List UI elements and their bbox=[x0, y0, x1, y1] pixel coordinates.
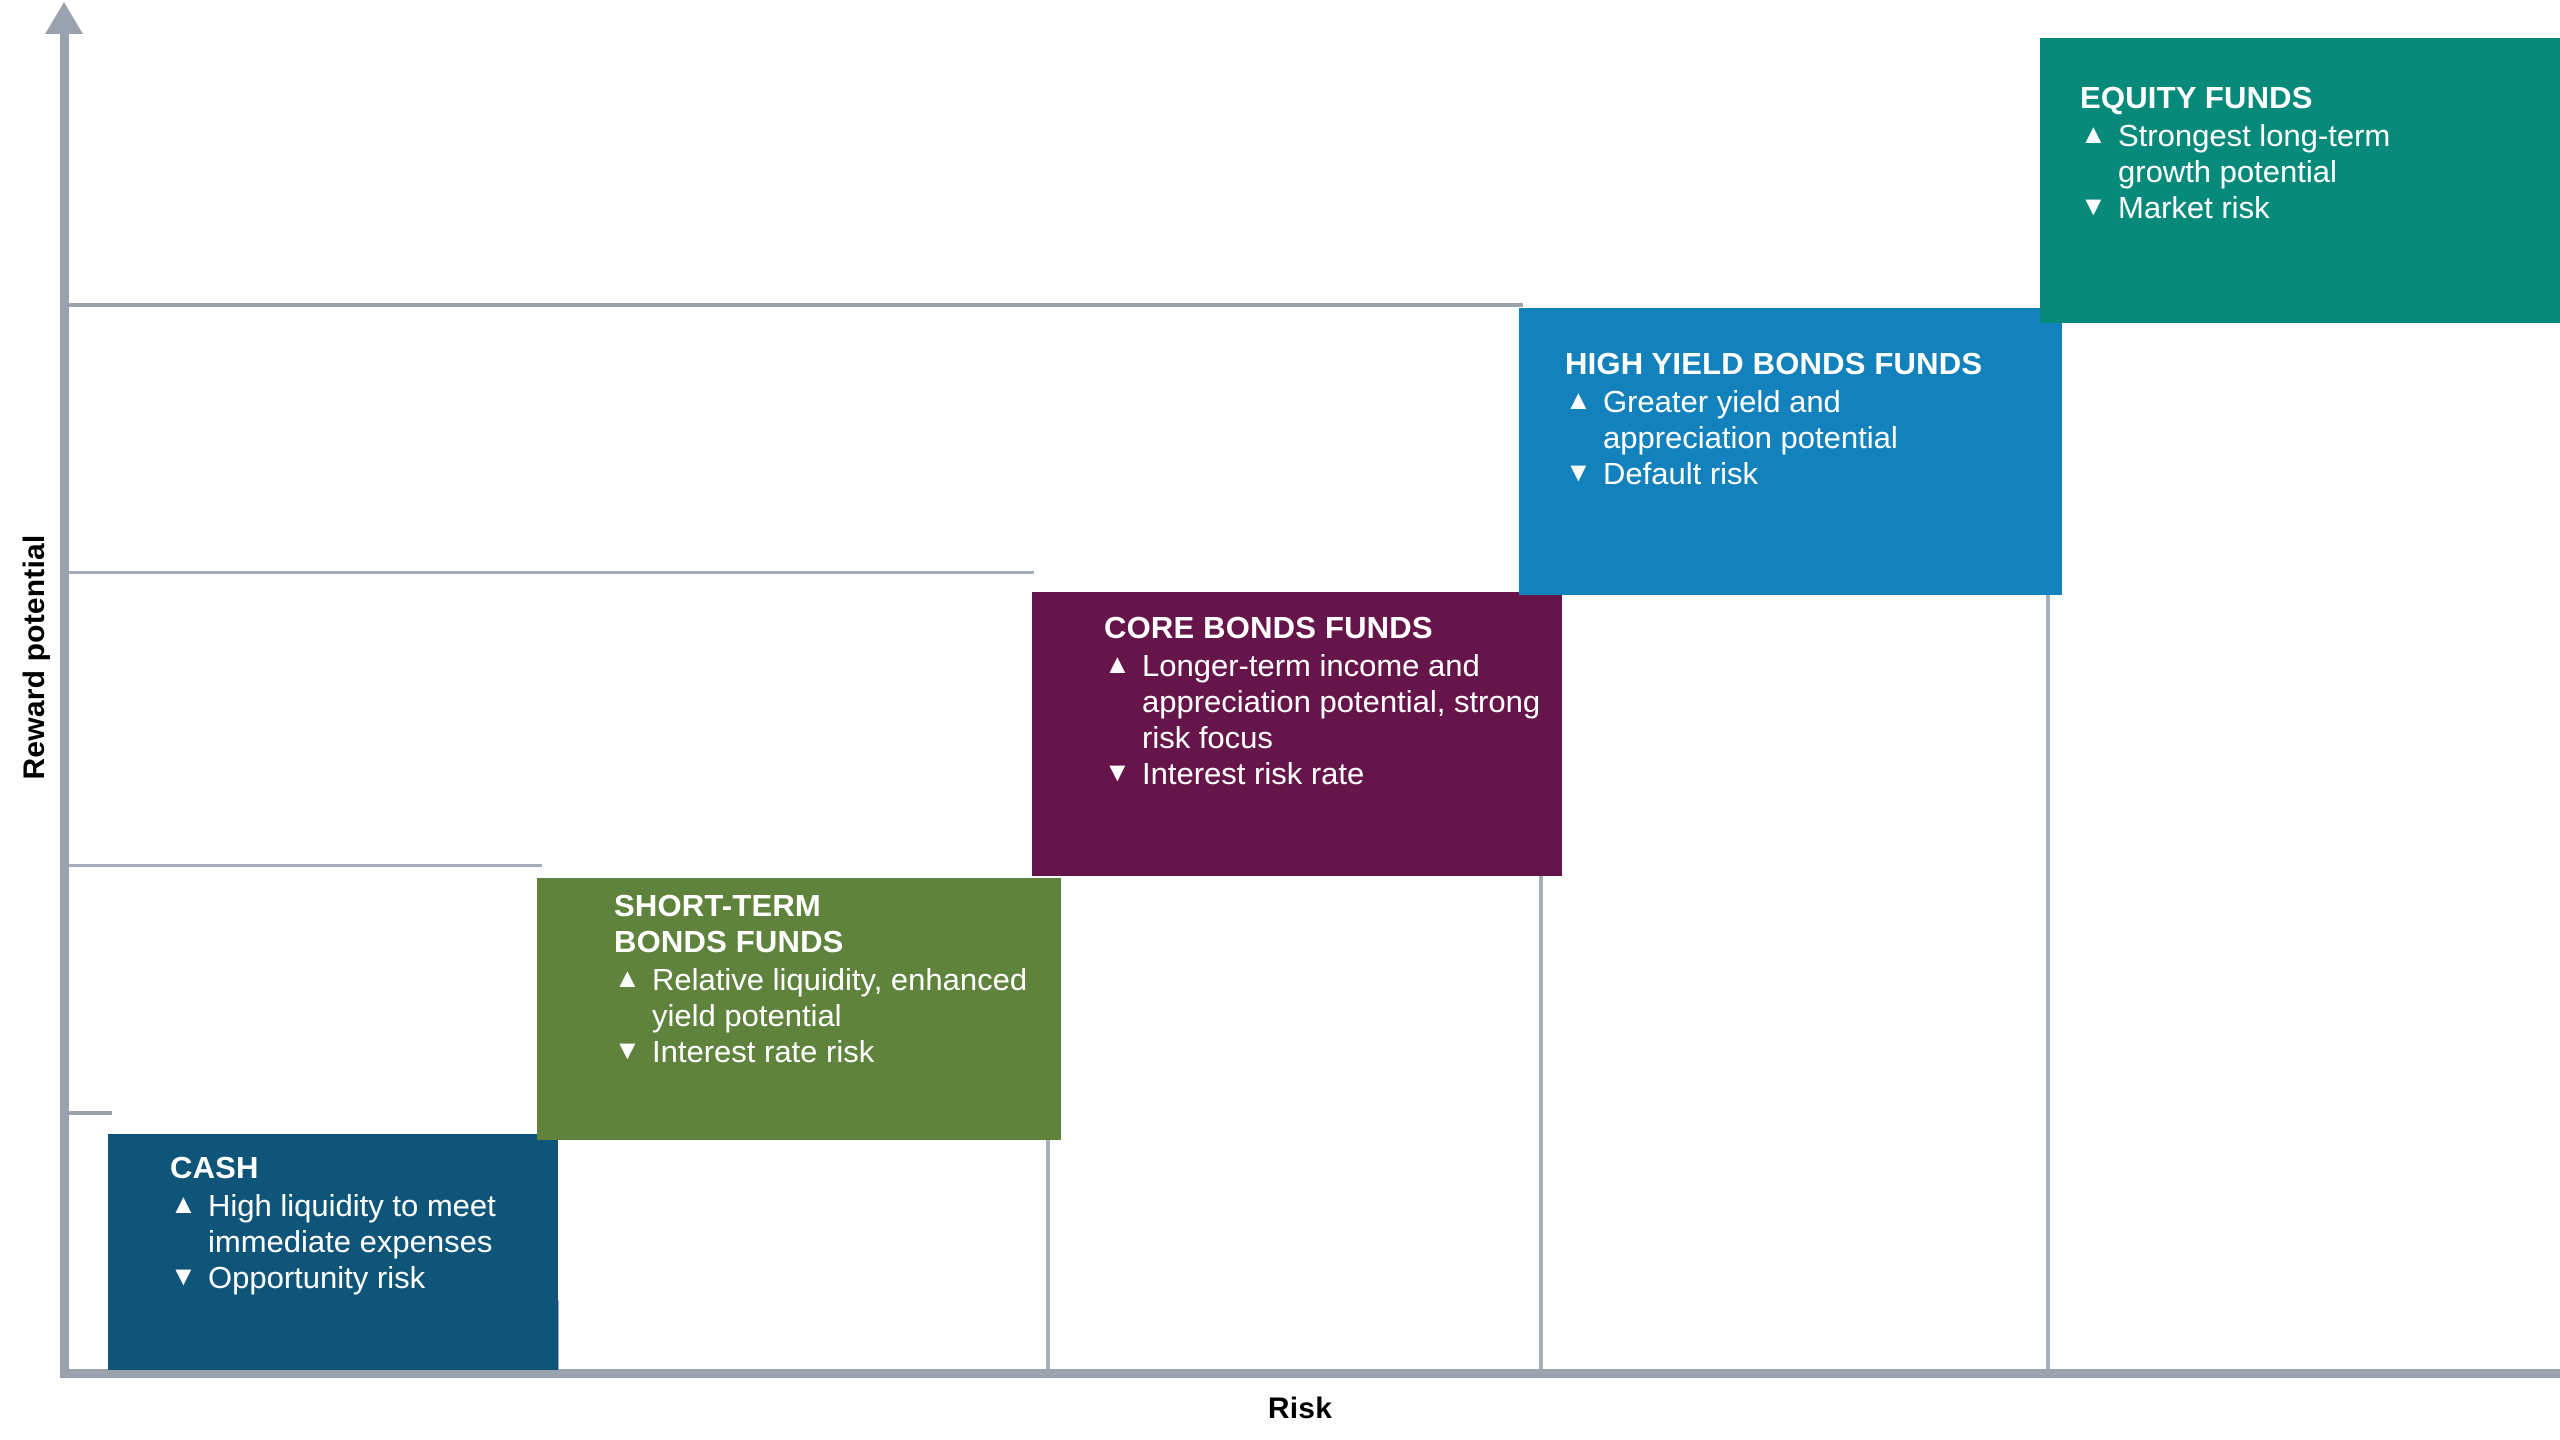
gridline-vertical-3 bbox=[1539, 866, 1543, 1374]
step-upside-row-short-term-bonds-funds: ▲ Relative liquidity, enhanced yield pot… bbox=[614, 962, 1046, 1034]
triangle-up-icon: ▲ bbox=[2080, 118, 2107, 149]
step-downside-row-equity-funds: ▼ Market risk bbox=[2080, 190, 2530, 226]
step-upside-text-cash: High liquidity to meet immediate expense… bbox=[208, 1187, 496, 1259]
step-box-high-yield-bonds-funds[interactable]: HIGH YIELD BONDS FUNDS ▲ Greater yield a… bbox=[1519, 308, 2062, 595]
triangle-down-icon: ▼ bbox=[170, 1260, 197, 1291]
step-upside-text-short-term-bonds-funds: Relative liquidity, enhanced yield poten… bbox=[652, 961, 1028, 1033]
step-downside-text-cash: Opportunity risk bbox=[208, 1259, 426, 1295]
gridline-horizontal-3 bbox=[64, 571, 1034, 574]
step-title-cash: CASH bbox=[170, 1150, 259, 1185]
step-title-high-yield-bonds-funds: HIGH YIELD BONDS FUNDS bbox=[1565, 346, 1983, 381]
step-upside-row-cash: ▲ High liquidity to meet immediate expen… bbox=[170, 1188, 540, 1260]
gridline-vertical-4 bbox=[2046, 573, 2050, 1374]
triangle-up-icon: ▲ bbox=[614, 962, 641, 993]
step-downside-text-short-term-bonds-funds: Interest rate risk bbox=[652, 1033, 875, 1069]
step-upside-text-equity-funds: Strongest long-term growth potential bbox=[2118, 117, 2391, 189]
step-downside-text-core-bonds-funds: Interest risk rate bbox=[1142, 755, 1365, 791]
step-box-equity-funds[interactable]: EQUITY FUNDS ▲ Strongest long-term growt… bbox=[2040, 38, 2560, 323]
y-axis-line bbox=[60, 28, 69, 1378]
step-title-core-bonds-funds: CORE BONDS FUNDS bbox=[1104, 610, 1433, 645]
x-axis-title: Risk bbox=[1267, 1392, 1333, 1425]
y-axis-title: Reward potential bbox=[18, 534, 51, 780]
step-downside-row-short-term-bonds-funds: ▼ Interest rate risk bbox=[614, 1034, 1046, 1070]
step-upside-row-equity-funds: ▲ Strongest long-term growth potential bbox=[2080, 118, 2530, 190]
step-downside-text-high-yield-bonds-funds: Default risk bbox=[1603, 455, 1759, 491]
gridline-horizontal-1 bbox=[64, 1111, 112, 1115]
step-box-short-term-bonds-funds[interactable]: SHORT-TERM BONDS FUNDS ▲ Relative liquid… bbox=[537, 878, 1061, 1140]
step-downside-row-core-bonds-funds: ▼ Interest risk rate bbox=[1104, 756, 1542, 792]
step-downside-text-equity-funds: Market risk bbox=[2118, 189, 2270, 225]
triangle-down-icon: ▼ bbox=[1104, 756, 1131, 787]
triangle-up-icon: ▲ bbox=[1565, 384, 1592, 415]
step-box-cash[interactable]: CASH ▲ High liquidity to meet immediate … bbox=[108, 1134, 558, 1370]
gridline-horizontal-4 bbox=[64, 303, 1523, 307]
step-upside-row-high-yield-bonds-funds: ▲ Greater yield and appreciation potenti… bbox=[1565, 384, 2035, 456]
step-box-core-bonds-funds[interactable]: CORE BONDS FUNDS ▲ Longer-term income an… bbox=[1032, 592, 1562, 876]
triangle-down-icon: ▼ bbox=[2080, 190, 2107, 221]
step-upside-row-core-bonds-funds: ▲ Longer-term income and appreciation po… bbox=[1104, 648, 1542, 756]
step-title-equity-funds: EQUITY FUNDS bbox=[2080, 80, 2313, 115]
step-downside-row-cash: ▼ Opportunity risk bbox=[170, 1260, 540, 1296]
gridline-vertical-2 bbox=[1046, 1114, 1050, 1374]
triangle-up-icon: ▲ bbox=[1104, 648, 1131, 679]
x-axis-line bbox=[60, 1369, 2560, 1378]
step-upside-text-core-bonds-funds: Longer-term income and appreciation pote… bbox=[1142, 647, 1541, 755]
triangle-down-icon: ▼ bbox=[614, 1034, 641, 1065]
gridline-horizontal-2 bbox=[64, 864, 542, 867]
triangle-up-icon: ▲ bbox=[170, 1188, 197, 1219]
triangle-down-icon: ▼ bbox=[1565, 456, 1592, 487]
step-upside-text-high-yield-bonds-funds: Greater yield and appreciation potential bbox=[1603, 383, 1898, 455]
step-title-short-term-bonds-funds: SHORT-TERM BONDS FUNDS bbox=[614, 888, 844, 959]
step-downside-row-high-yield-bonds-funds: ▼ Default risk bbox=[1565, 456, 2035, 492]
